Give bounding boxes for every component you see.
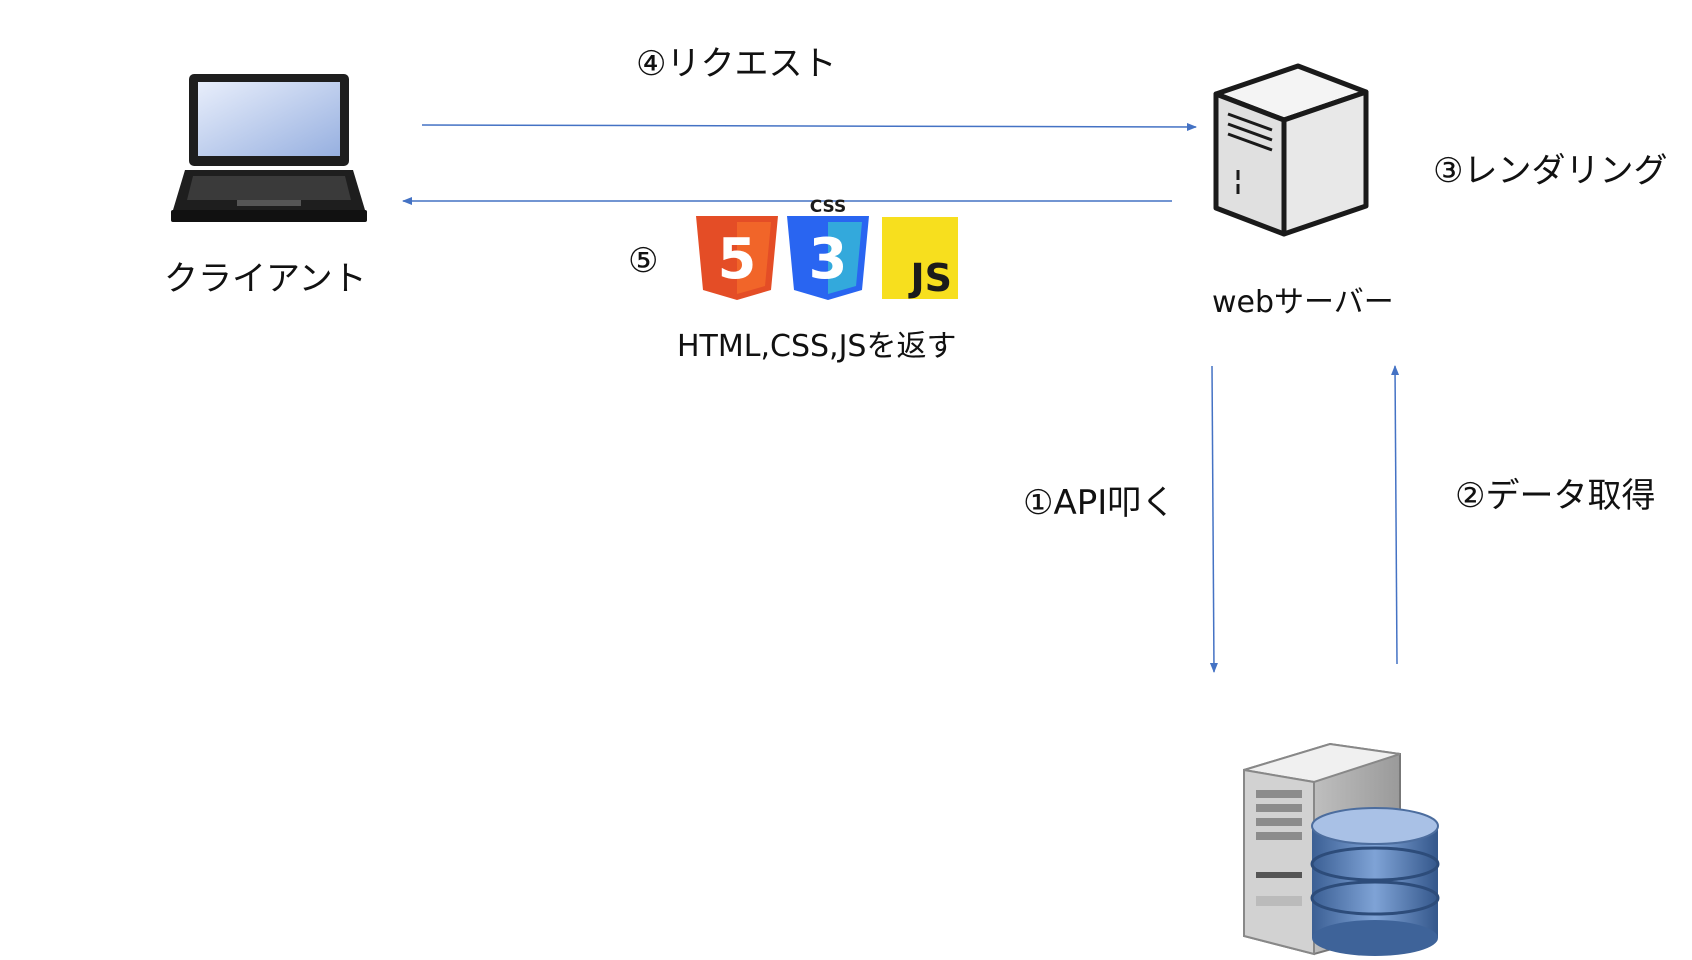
api-call-arrow xyxy=(1209,365,1218,673)
web-server-icon xyxy=(1213,63,1369,237)
step-rendering-label: ③レンダリング xyxy=(1433,151,1668,191)
data-fetch-arrow xyxy=(1391,365,1400,665)
step-response-label: HTML,CSS,JSを返す xyxy=(677,329,957,364)
database-server-icon xyxy=(1243,742,1440,956)
css3-label: CSS xyxy=(810,197,847,217)
step-data-fetch-label: ②データ取得 xyxy=(1455,476,1656,516)
javascript-icon: JS xyxy=(882,217,958,300)
laptop-icon xyxy=(171,74,367,222)
css3-icon: CSS 3 xyxy=(787,197,869,300)
html5-icon: 5 xyxy=(696,216,778,300)
web-server-label: webサーバー xyxy=(1212,285,1394,320)
css3-glyph: 3 xyxy=(809,227,848,292)
step-response-number: ⑤ xyxy=(628,241,659,281)
request-arrow xyxy=(421,122,1197,131)
step-request-label: ④リクエスト xyxy=(636,44,837,84)
client-label: クライアント xyxy=(164,259,367,299)
javascript-glyph: JS xyxy=(907,256,952,300)
html5-glyph: 5 xyxy=(718,227,757,292)
step-api-call-label: ①API叩く xyxy=(1023,483,1176,523)
